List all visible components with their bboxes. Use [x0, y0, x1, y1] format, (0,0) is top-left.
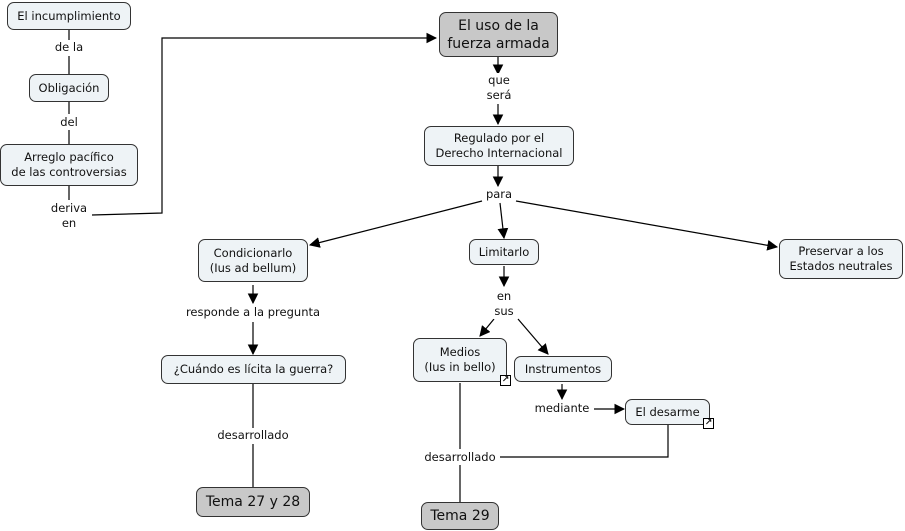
- node-preservar-estados-neutrales[interactable]: Preservar a los Estados neutrales: [779, 239, 903, 279]
- link-label-que-sera: que será: [485, 73, 513, 103]
- node-instrumentos[interactable]: Instrumentos: [514, 356, 612, 382]
- node-tema-29[interactable]: Tema 29: [421, 502, 499, 530]
- arrow-para-limitarlo: [497, 202, 509, 240]
- line-desarme-desarrollado: [500, 425, 669, 458]
- arrow-para-preservar: [515, 200, 779, 251]
- node-tema-27-y-28[interactable]: Tema 27 y 28: [196, 487, 310, 517]
- link-label-de-la: de la: [53, 40, 85, 55]
- node-el-desarme[interactable]: El desarme: [625, 399, 710, 425]
- node-obligacion[interactable]: Obligación: [29, 74, 109, 102]
- arrow-sus-medios: [479, 318, 495, 337]
- node-regulado-derecho-internacional[interactable]: Regulado por el Derecho Internacional: [424, 126, 574, 166]
- node-condicionarlo[interactable]: Condicionarlo (Ius ad bellum): [198, 239, 308, 282]
- node-limitarlo[interactable]: Limitarlo: [469, 239, 539, 265]
- link-label-en-sus: en sus: [493, 289, 515, 319]
- node-el-incumplimiento[interactable]: El incumplimiento: [7, 2, 131, 30]
- link-label-del: del: [59, 115, 79, 130]
- external-link-icon[interactable]: ↗: [500, 375, 511, 386]
- node-cuando-licita-guerra[interactable]: ¿Cuándo es lícita la guerra?: [161, 355, 346, 384]
- node-medios-ius-in-bello[interactable]: Medios (Ius in bello): [413, 338, 507, 382]
- link-label-mediante: mediante: [533, 401, 591, 416]
- node-arreglo-pacifico[interactable]: Arreglo pacífico de las controversias: [0, 144, 138, 186]
- link-label-para: para: [484, 187, 514, 202]
- line-deriva-uso: [91, 32, 438, 216]
- link-label-desarrollado-1: desarrollado: [216, 428, 290, 443]
- link-label-deriva-en: deriva en: [49, 201, 89, 231]
- node-uso-fuerza-armada[interactable]: El uso de la fuerza armada: [439, 12, 558, 57]
- arrow-sus-instrumentos: [517, 318, 549, 355]
- link-label-responde-pregunta: responde a la pregunta: [184, 305, 322, 320]
- arrow-para-condicionarlo: [308, 200, 483, 248]
- link-label-desarrollado-2: desarrollado: [423, 450, 497, 465]
- external-link-icon[interactable]: ↗: [703, 418, 714, 429]
